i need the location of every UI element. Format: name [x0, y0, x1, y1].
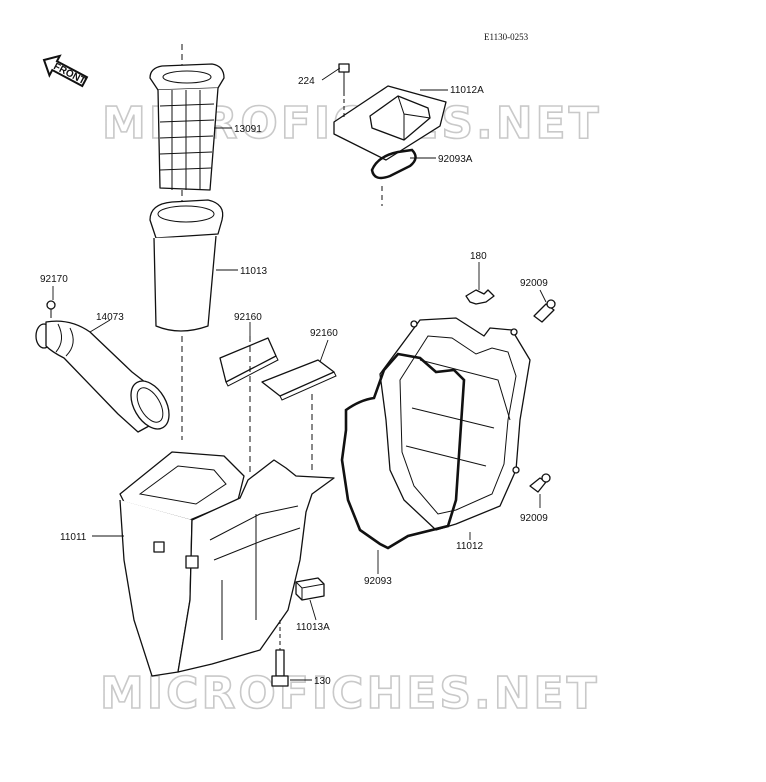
air-box-11011	[119, 336, 335, 677]
filter-element-13091	[149, 44, 225, 210]
bolt-224	[338, 63, 350, 120]
pad-92160-a	[219, 337, 279, 387]
callout-92170: 92170	[40, 274, 68, 285]
bolt-130	[271, 620, 289, 687]
bolt-92009-bottom	[529, 473, 551, 493]
callout-92093A: 92093A	[438, 154, 473, 165]
front-label: FRONT	[52, 61, 88, 87]
bolt-180	[465, 289, 495, 305]
callout-92093: 92093	[364, 576, 392, 587]
filter-sleeve-11013	[149, 199, 224, 440]
gasket-92093A	[370, 148, 417, 206]
pad-92160-b	[261, 359, 337, 401]
callout-92160-a: 92160	[234, 312, 262, 323]
clamp-92170	[46, 300, 56, 318]
diagram-code: E1130-0253	[484, 32, 529, 42]
callout-130: 130	[314, 676, 331, 687]
callout-11013A: 11013A	[296, 622, 330, 633]
callout-11013: 11013	[240, 266, 268, 277]
bolt-92009-top	[533, 299, 556, 323]
callout-13091: 13091	[234, 124, 262, 135]
callout-11012A: 11012A	[450, 85, 484, 96]
cover-plate-11012A	[333, 85, 447, 161]
callout-92009-top: 92009	[520, 278, 548, 289]
block-11013A	[295, 577, 325, 601]
cover-11012	[379, 317, 531, 531]
front-arrow-icon	[42, 54, 89, 88]
gasket-92093	[340, 352, 466, 550]
callout-224: 224	[298, 76, 315, 87]
callout-92160-b: 92160	[310, 328, 338, 339]
callout-11012: 11012	[456, 541, 484, 552]
leader-lines	[52, 67, 547, 681]
callout-92009-bottom: 92009	[520, 513, 548, 524]
callouts: 224 11012A 13091 92093A 11013 92170 180 …	[40, 76, 548, 687]
callout-14073: 14073	[96, 312, 124, 323]
watermark-bottom: MICROFICHES.NET	[100, 668, 600, 719]
callout-180: 180	[470, 251, 487, 262]
callout-11011: 11011	[60, 532, 87, 543]
intake-duct-14073	[35, 320, 170, 433]
